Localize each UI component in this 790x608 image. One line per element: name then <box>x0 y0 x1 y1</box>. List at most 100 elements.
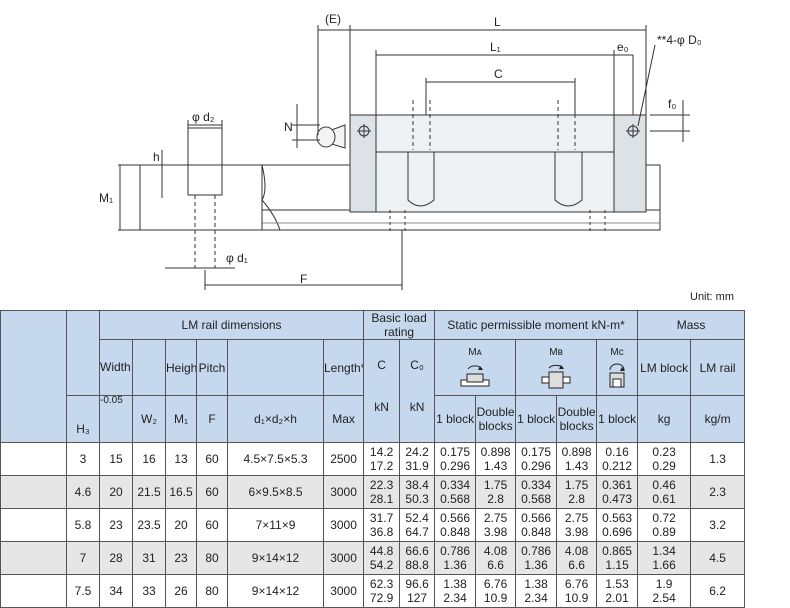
cell-d: 9×14×12 <box>227 574 324 608</box>
header-c-label: C <box>377 358 386 372</box>
cell-block-line: 0.46 <box>652 478 676 492</box>
cell-block-line: 0.23 <box>652 445 676 459</box>
cell-rail: 6.2 <box>690 574 746 608</box>
cell-m1: 23 <box>165 541 197 575</box>
cell-mc1-line: 0.212 <box>602 459 633 473</box>
cell-ma2-line: 0.898 <box>480 445 511 459</box>
cell-c-line: 17.2 <box>369 459 394 473</box>
header-height: Height <box>165 339 197 396</box>
header-kgm: kg/m <box>690 395 746 443</box>
header-kg: kg <box>637 395 692 443</box>
cell-ma2-line: 4.08 <box>483 544 508 558</box>
rail-break <box>261 164 281 231</box>
unit-label: Unit: mm <box>690 291 734 303</box>
cell-ma1-line: 0.566 <box>440 511 471 525</box>
header-static-moment: Static permissible moment kN-m* <box>434 310 639 340</box>
model-cell <box>0 442 67 476</box>
cell-rail: 3.2 <box>690 508 746 542</box>
cell-ma2-line: 2.75 <box>483 511 508 525</box>
cell-block-line: 0.89 <box>652 525 676 539</box>
cell-f: 80 <box>196 574 228 608</box>
cell-rail: 4.5 <box>690 541 746 575</box>
cell-c0-line: 24.2 <box>405 445 429 459</box>
header-h3-blank <box>66 310 100 396</box>
header-d1d2h: d₁×d₂×h <box>227 395 324 443</box>
cell-max: 3000 <box>322 508 365 542</box>
label-e0: e₀ <box>617 40 629 54</box>
cell-w2: 23.5 <box>132 508 166 542</box>
header-ma-double: Double blocks <box>475 395 517 443</box>
cell-max: 3000 <box>322 541 365 575</box>
cell-c0-line: 127 <box>407 591 428 605</box>
cell-mb2-line: 1.43 <box>564 459 589 473</box>
cell-block-line: 1.66 <box>652 558 676 572</box>
cell-f: 60 <box>196 508 228 542</box>
cell-c0-line: 38.4 <box>405 478 429 492</box>
cell-m1: 26 <box>165 574 197 608</box>
moment-mb-icon <box>541 364 571 388</box>
cell-ma2-line: 3.98 <box>483 525 508 539</box>
header-mass: Mass <box>637 310 746 340</box>
cell-c-line: 28.1 <box>369 492 394 506</box>
label-h: h <box>153 150 160 164</box>
cell-mc1-line: 1.53 <box>605 577 629 591</box>
cell-max: 3000 <box>322 574 365 608</box>
header-pitch: Pitch <box>196 339 228 396</box>
model-cell <box>0 541 67 575</box>
label-d1: φ d₁ <box>226 251 248 265</box>
header-c0-unit: kN <box>409 400 425 414</box>
cell-h3: 7.5 <box>66 574 100 608</box>
header-w1: W₁ 0 -0.05 <box>99 395 133 443</box>
cell-mb1-line: 0.568 <box>521 492 552 506</box>
header-w2-blank <box>132 339 166 396</box>
cell-f: 60 <box>196 442 228 476</box>
cell-mb1-line: 0.566 <box>521 511 552 525</box>
cell-rail: 1.3 <box>690 442 746 476</box>
cell-mb2-line: 6.76 <box>564 577 589 591</box>
cell-h3: 7 <box>66 541 100 575</box>
cell-d: 6×9.5×8.5 <box>227 475 324 509</box>
cell-f: 60 <box>196 475 228 509</box>
cell-w2: 16 <box>132 442 166 476</box>
label-D0: **4-φ D₀ <box>657 33 702 47</box>
header-max: Max <box>322 395 365 443</box>
header-m1: M₁ <box>165 395 197 443</box>
cell-c-line: 62.3 <box>369 577 394 591</box>
cell-mb2-line: 0.898 <box>561 445 592 459</box>
cell-mc1-line: 0.563 <box>602 511 633 525</box>
cell-c0-line: 64.7 <box>405 525 429 539</box>
header-ma-1block: 1 block <box>434 395 477 443</box>
cell-mb2-line: 2.8 <box>568 492 585 506</box>
header-f: F <box>196 395 228 443</box>
dimension-drawing: (E) L L₁ C e₀ **4-φ D₀ f₀ N φ d₂ h M₁ φ … <box>99 12 702 290</box>
cell-mb1-line: 1.36 <box>524 558 548 572</box>
cell-block-line: 0.72 <box>652 511 676 525</box>
header-length: Length* <box>322 339 365 396</box>
cell-w1: 34 <box>99 574 133 608</box>
cell-mb1-line: 0.334 <box>521 478 552 492</box>
label-E: (E) <box>325 12 341 26</box>
